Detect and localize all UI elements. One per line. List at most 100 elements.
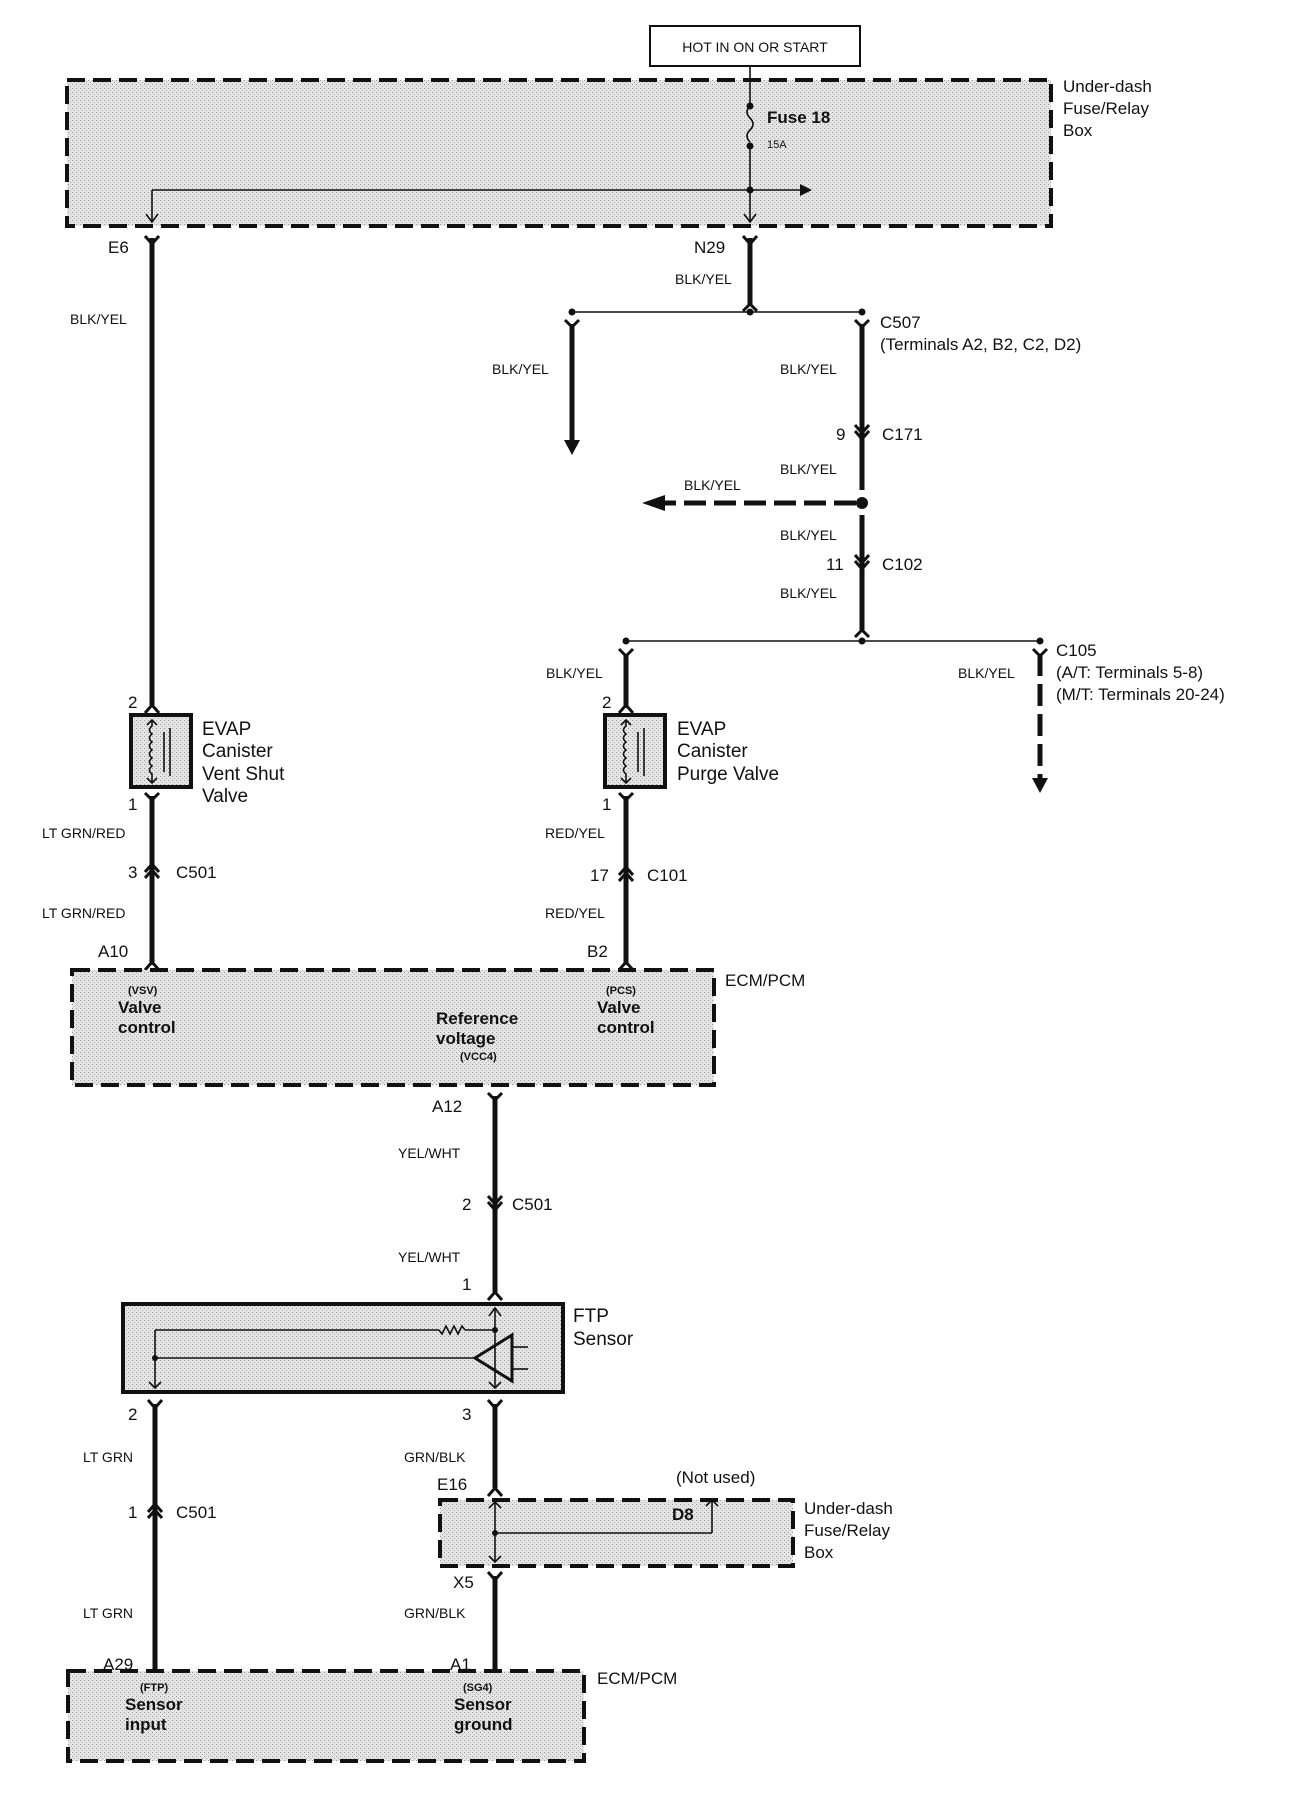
terminal-x5: X5 [453,1573,474,1592]
sg4-line-1: Sensor [454,1695,512,1714]
sg4-line-2: ground [454,1715,513,1734]
ftp-sensor-box [121,1302,565,1394]
wire-label: RED/YEL [545,825,605,841]
ftp-code: (FTP) [140,1682,168,1694]
vent-valve-name-4: Valve [202,786,248,807]
purge-valve: 2 EVAP Canister Purge Valve 1 RED/YEL 17… [545,693,779,971]
fuse-box-bottom-name-2: Fuse/Relay [804,1521,890,1540]
c171-pin: 9 [836,425,845,444]
amplifier-icon [472,1332,514,1384]
arrow-left-icon [642,495,665,511]
ftp-sensor: FTP Sensor 2 3 [121,1302,634,1424]
wire-label: YEL/WHT [398,1249,461,1265]
power-source-label: HOT IN ON OR START [682,39,828,55]
c105-name: C105 [1056,641,1097,660]
terminal-e6: E6 [108,238,129,257]
solenoid-coil-icon [620,718,632,785]
c105-note-2: (M/T: Terminals 20-24) [1056,685,1225,704]
wire-label: BLK/YEL [780,585,837,601]
ftp-pin-top: 1 [462,1275,471,1294]
vent-valve-name-3: Vent Shut [202,764,285,785]
c501-vent-name: C501 [176,863,217,882]
c501-vent-pin: 3 [128,863,137,882]
wire-label: LT GRN/RED [42,825,126,841]
ftp-input-line-1: Sensor [125,1695,183,1714]
wire-label: BLK/YEL [675,271,732,287]
vent-pin-top: 2 [128,693,137,712]
vsv-code: (VSV) [128,985,158,997]
purge-valve-name-1: EVAP [677,719,726,740]
fuse-box-bottom-name-1: Under-dash [804,1499,893,1518]
pcs-code: (PCS) [606,985,636,997]
ref-line-1: Reference [436,1009,518,1028]
purge-pin-bottom: 1 [602,795,611,814]
wire-label: BLK/YEL [492,361,549,377]
wire-label: BLK/YEL [780,461,837,477]
terminal-d8: D8 [672,1505,694,1524]
c501-ftp-pin: 1 [128,1503,137,1522]
wire-label: LT GRN [83,1449,133,1465]
purge-valve-name-3: Purge Valve [677,764,779,785]
fuse-box-top-name-3: Box [1063,121,1093,140]
purge-valve-box [603,713,667,789]
c101-name: C101 [647,866,688,885]
purge-supply-circuit: N29 BLK/YEL BLK/YEL C507 (Terminals A2, … [492,235,1225,793]
c507-name: C507 [880,313,921,332]
ftp-name-2: Sensor [573,1329,634,1350]
sg4-code: (SG4) [463,1682,493,1694]
arrow-down-icon [1032,778,1048,793]
c501-vcc-name: C501 [512,1195,553,1214]
pcs-line-1: Valve [597,998,641,1017]
terminal-a12: A12 [432,1097,462,1116]
vent-valve-name-1: EVAP [202,719,251,740]
vent-circuit: E6 BLK/YEL 2 EVAP Canister Vent Shut Val… [42,235,285,971]
vent-valve-name-2: Canister [202,741,273,762]
arrow-down-icon [564,440,580,455]
fuse-box-bottom: Under-dash Fuse/Relay Box (Not used) D8 [438,1468,893,1568]
terminal-a10: A10 [98,942,128,961]
ftp-name-1: FTP [573,1306,609,1327]
c101-pin: 17 [590,866,609,885]
wire-label: BLK/YEL [780,527,837,543]
fuse-box-top-name-1: Under-dash [1063,77,1152,96]
c171-name: C171 [882,425,923,444]
wire-label: GRN/BLK [404,1605,466,1621]
c501-ftp-name: C501 [176,1503,217,1522]
fuse-box-bottom-name-3: Box [804,1543,834,1562]
c501-vcc-pin: 2 [462,1195,471,1214]
purge-pin-top: 2 [602,693,611,712]
wire-label: LT GRN/RED [42,905,126,921]
wire-label: BLK/YEL [546,665,603,681]
fuse-box-top-name-2: Fuse/Relay [1063,99,1149,118]
ecm-top-name: ECM/PCM [725,971,805,990]
wire-label: GRN/BLK [404,1449,466,1465]
terminal-e16: E16 [437,1475,467,1494]
fuse-box-top: Under-dash Fuse/Relay Box Fuse 18 15A [65,66,1152,228]
c105-note-1: (A/T: Terminals 5-8) [1056,663,1203,682]
wire-label: BLK/YEL [70,311,127,327]
bus-arrow-icon [800,184,812,196]
ecm-pcm-bottom: ECM/PCM (FTP) Sensor input (SG4) Sensor … [66,1669,677,1763]
vsv-line-2: control [118,1018,176,1037]
vent-valve-box [129,713,193,789]
wire-label: BLK/YEL [684,477,741,493]
ref-line-2: voltage [436,1029,496,1048]
terminal-b2: B2 [587,942,608,961]
purge-valve-name-2: Canister [677,741,748,762]
vcc4-circuit: A12 YEL/WHT 2 C501 YEL/WHT 1 [398,1091,553,1301]
wire-label: YEL/WHT [398,1145,461,1161]
power-source-box: HOT IN ON OR START [649,25,861,67]
resistor-icon [438,1324,466,1336]
not-used-note: (Not used) [676,1468,755,1487]
fuse-label: Fuse 18 [767,108,830,127]
ftp-pin-right: 3 [462,1405,471,1424]
ecm-bottom-name: ECM/PCM [597,1669,677,1688]
ecm-pcm-top: ECM/PCM (VSV) Valve control Reference vo… [70,968,805,1087]
ftp-pin-left: 2 [128,1405,137,1424]
wire-label: LT GRN [83,1605,133,1621]
wire-label: RED/YEL [545,905,605,921]
wire-label: BLK/YEL [958,665,1015,681]
c102-name: C102 [882,555,923,574]
terminal-n29: N29 [694,238,725,257]
